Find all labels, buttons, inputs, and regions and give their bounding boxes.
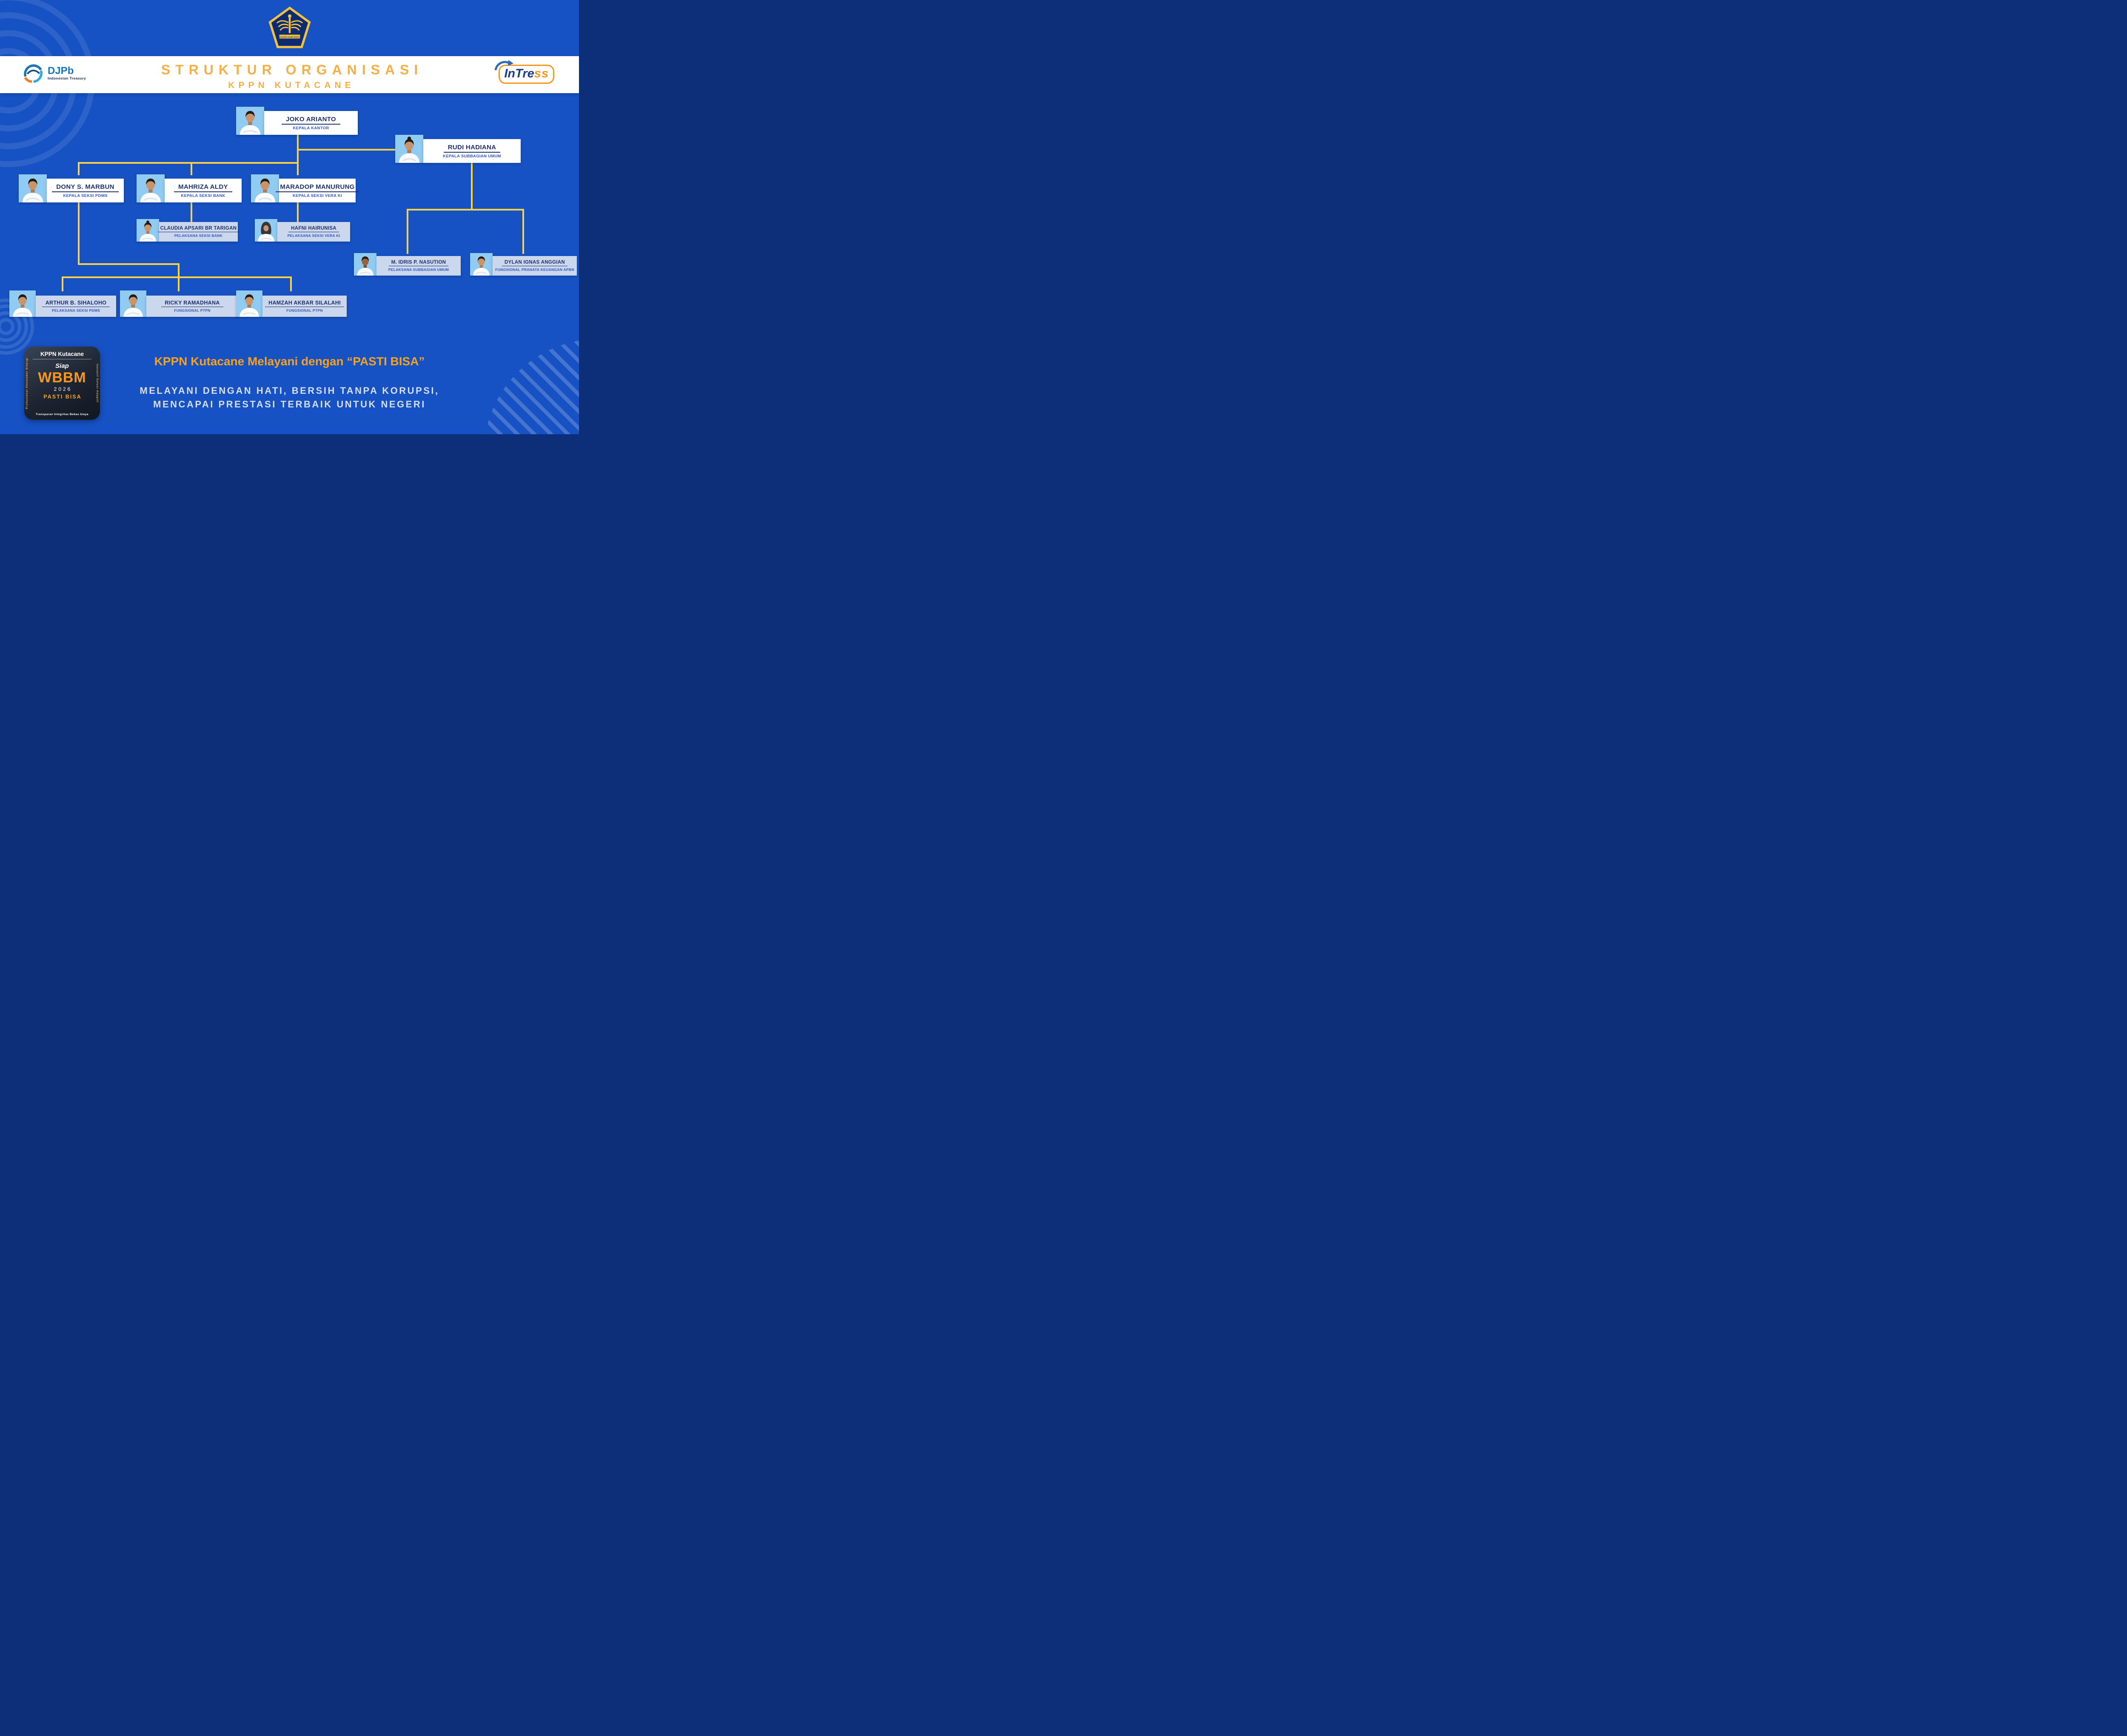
person-photo <box>255 219 277 242</box>
slogan-line-2: MENCAPAI PRESTASI TERBAIK UNTUK NEGERI <box>153 399 426 410</box>
person-name: RICKY RAMADHANA <box>161 300 223 307</box>
person-name: HAMZAH AKBAR SILALAHI <box>265 300 344 307</box>
org-node-pelaksana-subbagian-umum: M. IDRIS P. NASUTION PELAKSANA SUBBAGIAN… <box>354 253 461 276</box>
person-title: PELAKSANA SUBBAGIAN UMUM <box>388 268 449 272</box>
pentagon-emblem-icon: NAGARA DANA RAKCA <box>268 6 311 48</box>
connector-line <box>522 209 524 254</box>
person-photo <box>9 290 36 317</box>
title-line-2: KPPN KUTACANE <box>228 80 355 90</box>
person-name: HAFNI HAIRUNISA <box>288 226 339 232</box>
person-photo <box>251 174 279 202</box>
connector-line <box>78 263 180 265</box>
org-node-pelaksana-seksi-vera-ki: HAFNI HAIRUNISA PELAKSANA SEKSI VERA KI <box>255 219 350 242</box>
person-photo <box>120 290 146 317</box>
person-title: PELAKSANA SEKSI BANK <box>174 233 223 238</box>
person-photo <box>354 253 376 276</box>
connector-line <box>178 276 180 291</box>
person-name: ARTHUR B. SIHALOHO <box>42 300 110 307</box>
connector-line <box>297 202 299 230</box>
org-node-fungsional-ptpn-2: HAMZAH AKBAR SILALAHI FUNGSIONAL PTPN <box>236 290 347 317</box>
person-title: KEPALA SEKSI PDMS <box>63 193 108 198</box>
wbbm-badge: KPPN Kutacane Siap WBBM 2026 PASTI BISA … <box>24 347 100 420</box>
poster-canvas: NAGARA DANA RAKCA DJPb Indonesian Treasu… <box>0 0 579 434</box>
intress-text-tre: Tre <box>515 67 534 80</box>
connector-line <box>407 209 408 254</box>
connector-line <box>471 163 473 211</box>
person-title: FUNGSIONAL PTPN <box>174 308 211 313</box>
person-name: RUDI HADIANA <box>443 144 501 153</box>
connector-line <box>178 263 180 278</box>
person-photo <box>236 107 264 135</box>
org-node-kepala-subbagian-umum: RUDI HADIANA KEPALA SUBBAGIAN UMUM <box>395 135 521 163</box>
org-node-kepala-seksi-pdms: DONY S. MARBUN KEPALA SEKSI PDMS <box>19 174 124 202</box>
person-photo <box>137 219 159 242</box>
connector-line <box>62 276 63 291</box>
header-band <box>0 56 579 93</box>
person-photo <box>19 174 47 202</box>
connector-line <box>191 202 192 230</box>
org-node-kepala-seksi-vera-ki: MARADOP MANURUNG KEPALA SEKSI VERA KI <box>251 174 359 202</box>
connector-line <box>191 162 192 175</box>
connector-line <box>297 135 299 175</box>
connector-line <box>290 276 292 291</box>
person-title: KEPALA SEKSI BANK <box>181 193 225 198</box>
djpb-logo: DJPb Indonesian Treasury <box>22 62 86 84</box>
badge-siap-label: Siap <box>55 362 69 370</box>
intress-logo: InTress <box>494 60 554 84</box>
person-title: FUNGSIONAL PTPN <box>286 308 323 313</box>
org-node-fungsional-pranata-keuangan: DYLAN IGNAS ANGGIAN FUNGSIONAL PRANATA K… <box>470 253 577 276</box>
org-node-pelaksana-seksi-bank: CLAUDIA APSARI BR TARIGAN PELAKSANA SEKS… <box>137 219 240 242</box>
tagline: KPPN Kutacane Melayani dengan “PASTI BIS… <box>154 355 425 368</box>
djpb-globe-icon <box>24 64 43 83</box>
person-name: DONY S. MARBUN <box>52 183 119 192</box>
badge-wbbm-label: WBBM <box>38 370 86 386</box>
org-node-fungsional-ptpn-1: RICKY RAMADHANA FUNGSIONAL PTPN <box>120 290 238 317</box>
org-node-kepala-seksi-bank: MAHRIZA ALDY KEPALA SEKSI BANK <box>137 174 242 202</box>
person-name: M. IDRIS P. NASUTION <box>388 260 449 266</box>
person-title: PELAKSANA SEKSI PDMS <box>51 308 100 313</box>
connector-line <box>78 162 299 164</box>
person-title: FUNGSIONAL PRANATA KEUANGAN APBN <box>495 268 574 272</box>
badge-pasti-bisa-label: PASTI BISA <box>43 394 82 400</box>
person-name: DYLAN IGNAS ANGGIAN <box>502 260 567 266</box>
person-title: PELAKSANA SEKSI VERA KI <box>287 233 340 238</box>
connector-line <box>78 162 80 175</box>
badge-office-name: KPPN Kutacane <box>32 351 92 359</box>
person-photo <box>395 135 423 163</box>
badge-bottom-text: Transparan Integritas Bebas biaya <box>36 413 88 416</box>
person-photo <box>137 174 165 202</box>
person-name: MAHRIZA ALDY <box>174 183 232 192</box>
slogan-line-1: MELAYANI DENGAN HATI, BERSIH TANPA KORUP… <box>140 385 439 396</box>
connector-line <box>297 149 396 151</box>
badge-year: 2026 <box>54 386 72 392</box>
connector-line <box>78 202 80 265</box>
badge-right-vertical-text: Inovatif Solusi Adaptif <box>96 364 99 403</box>
person-title: KEPALA KANTOR <box>293 125 329 131</box>
djpb-wordmark: DJPb <box>48 65 74 77</box>
intress-arrow-icon <box>494 60 514 71</box>
intress-text-ss: ss <box>534 67 549 80</box>
person-name: CLAUDIA APSARI BR TARIGAN <box>157 226 240 232</box>
person-name: MARADOP MANURUNG <box>276 183 359 192</box>
title-line-1: STRUKTUR ORGANISASI <box>161 62 423 77</box>
person-name: JOKO ARIANTO <box>282 116 340 125</box>
person-title: KEPALA SUBBAGIAN UMUM <box>443 154 501 159</box>
org-node-pelaksana-seksi-pdms: ARTHUR B. SIHALOHO PELAKSANA SEKSI PDMS <box>9 290 116 317</box>
person-title: KEPALA SEKSI VERA KI <box>293 193 342 198</box>
emblem-ribbon-text: NAGARA DANA RAKCA <box>279 36 301 38</box>
poster-title: STRUKTUR ORGANISASI KPPN KUTACANE <box>0 62 579 91</box>
org-node-kepala-kantor: JOKO ARIANTO KEPALA KANTOR <box>236 107 358 135</box>
connector-line <box>62 276 292 278</box>
person-photo <box>236 290 262 317</box>
intress-text-in: In <box>504 67 516 80</box>
connector-line <box>407 209 524 211</box>
person-photo <box>470 253 493 276</box>
kemenkeu-emblem: NAGARA DANA RAKCA <box>268 6 311 52</box>
djpb-subtitle: Indonesian Treasury <box>48 76 86 80</box>
